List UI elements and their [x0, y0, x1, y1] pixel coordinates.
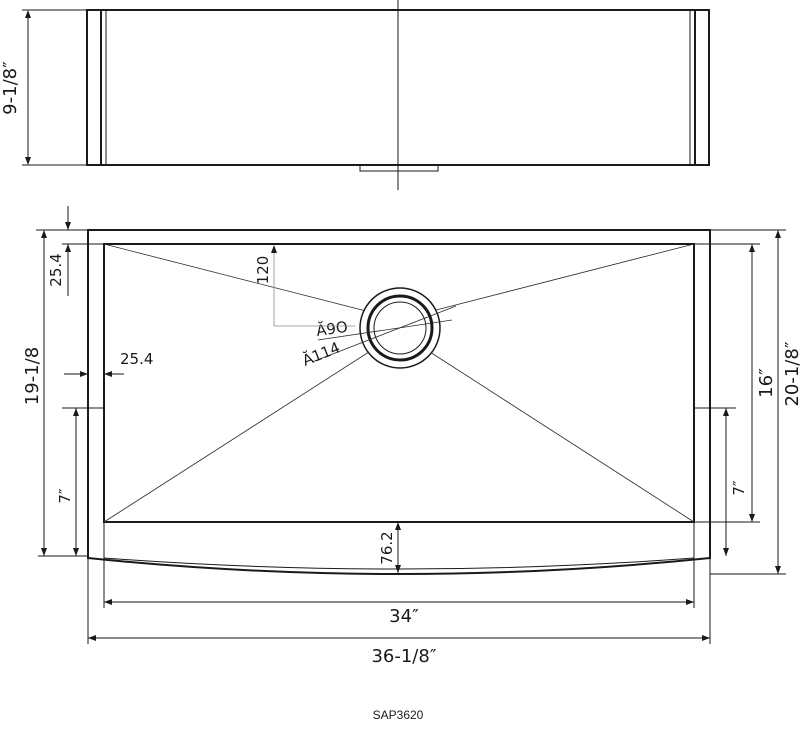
top-view: Ă9O Ă114 120 76.2 25.4 25.4 19-1/8	[22, 206, 800, 667]
drain-inner-dia-label: Ă9O	[315, 317, 349, 340]
side-depth-label: 19-1/8	[22, 347, 43, 405]
front-drain-stub	[359, 165, 439, 172]
rim-top-label: 25.4	[47, 253, 65, 286]
rim-side-label: 25.4	[120, 350, 153, 368]
outer-rim	[87, 229, 711, 575]
front-height-label: 9-1/8″	[0, 61, 21, 115]
drain-outer-dia-label: Ă114	[299, 338, 342, 370]
front-right-flange	[694, 9, 710, 166]
apron-curve-label: 76.2	[378, 531, 396, 564]
left-cutout-label: 7″	[56, 488, 74, 504]
drain-offset-label: 120	[254, 256, 272, 285]
basin-outline	[103, 243, 695, 523]
right-cutout-label: 7″	[730, 480, 748, 496]
inner-width-label: 34″	[389, 606, 419, 627]
overall-width-label: 36-1/8″	[371, 646, 436, 667]
model-number: SAP3620	[373, 708, 424, 722]
overall-depth-label: 20-1/8″	[782, 341, 800, 406]
front-left-flange	[86, 9, 102, 166]
inner-depth-label: 16″	[756, 368, 777, 398]
drain-inner-circle	[366, 294, 434, 362]
front-view: 9-1/8″	[0, 0, 710, 190]
